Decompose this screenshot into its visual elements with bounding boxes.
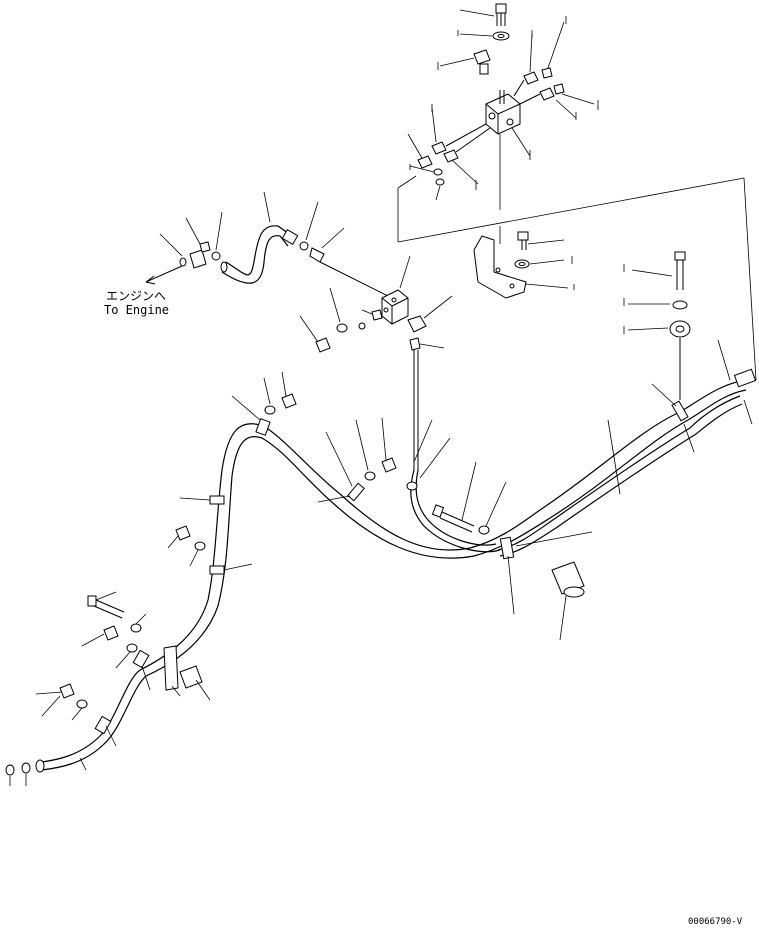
- lower-leader-lines: [9, 339, 753, 786]
- engine-callout-japanese: エンジンへ: [106, 289, 166, 303]
- middle-block-fitting: [299, 255, 453, 470]
- hose-mount-hardware: [59, 393, 585, 709]
- manifold-block-assembly: [417, 3, 565, 186]
- short-hose-upper: [220, 191, 389, 297]
- hose-clamps: [94, 400, 689, 735]
- engine-callout-english: To Engine: [104, 303, 169, 317]
- engine-side-fittings: エンジンへ To Engine: [104, 211, 223, 317]
- manifold-leader-lines: [397, 9, 757, 381]
- bracket-assembly: [473, 226, 691, 400]
- main-hose-bundle: [5, 368, 757, 776]
- drawing-number: 00066790-V: [688, 917, 743, 927]
